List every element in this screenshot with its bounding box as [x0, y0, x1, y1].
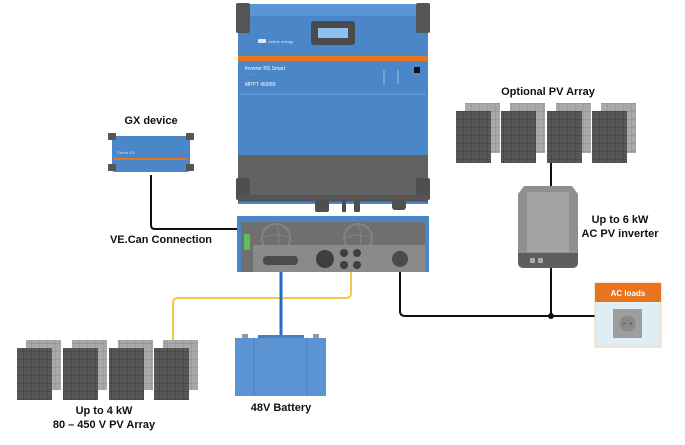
- ac-pv-inverter-label-1: Up to 6 kW: [592, 214, 649, 226]
- inverter-connection-area[interactable]: [237, 216, 429, 272]
- battery-label: 48V Battery: [251, 402, 312, 414]
- victron-logo: victron energy: [258, 39, 293, 44]
- svg-text:Cerbo GX: Cerbo GX: [117, 150, 135, 155]
- optional-pv-label: Optional PV Array: [501, 86, 596, 98]
- ac-pv-inverter[interactable]: [518, 186, 578, 268]
- pv-cable: [172, 263, 352, 342]
- ac-gland: [392, 251, 408, 267]
- rotary-switch[interactable]: [316, 250, 334, 268]
- mppt-name: MPPT 450/80: [245, 82, 276, 88]
- battery-terminal: [263, 256, 298, 265]
- orange-band: [238, 56, 428, 61]
- pv-array-label-2: 80 – 450 V PV Array: [53, 419, 156, 431]
- ve-can-cable: [150, 175, 244, 230]
- svg-text:victron energy: victron energy: [268, 39, 293, 44]
- gx-device[interactable]: Cerbo GX: [108, 133, 194, 172]
- battery-48v[interactable]: [235, 334, 326, 396]
- svg-text:· · · · ·: · · · · ·: [245, 72, 256, 77]
- ac-junction: [548, 313, 554, 319]
- gx-device-label: GX device: [124, 115, 177, 127]
- ve-can-label: VE.Can Connection: [110, 234, 212, 246]
- status-led: [414, 67, 420, 73]
- ac-out-cable: [399, 259, 597, 317]
- pv-array[interactable]: [17, 340, 198, 400]
- optional-pv-array[interactable]: [456, 103, 636, 163]
- ac-loads[interactable]: AC loads: [594, 282, 662, 348]
- inverter-rs-smart[interactable]: victron energy Inverter RS Smart · · · ·…: [236, 3, 430, 212]
- terminal-block: [244, 234, 250, 250]
- ac-pv-inverter-label-2: AC PV inverter: [581, 228, 659, 240]
- model-name: Inverter RS Smart: [245, 66, 286, 72]
- pv-array-label-1: Up to 4 kW: [76, 405, 133, 417]
- ac-loads-label: AC loads: [611, 289, 646, 298]
